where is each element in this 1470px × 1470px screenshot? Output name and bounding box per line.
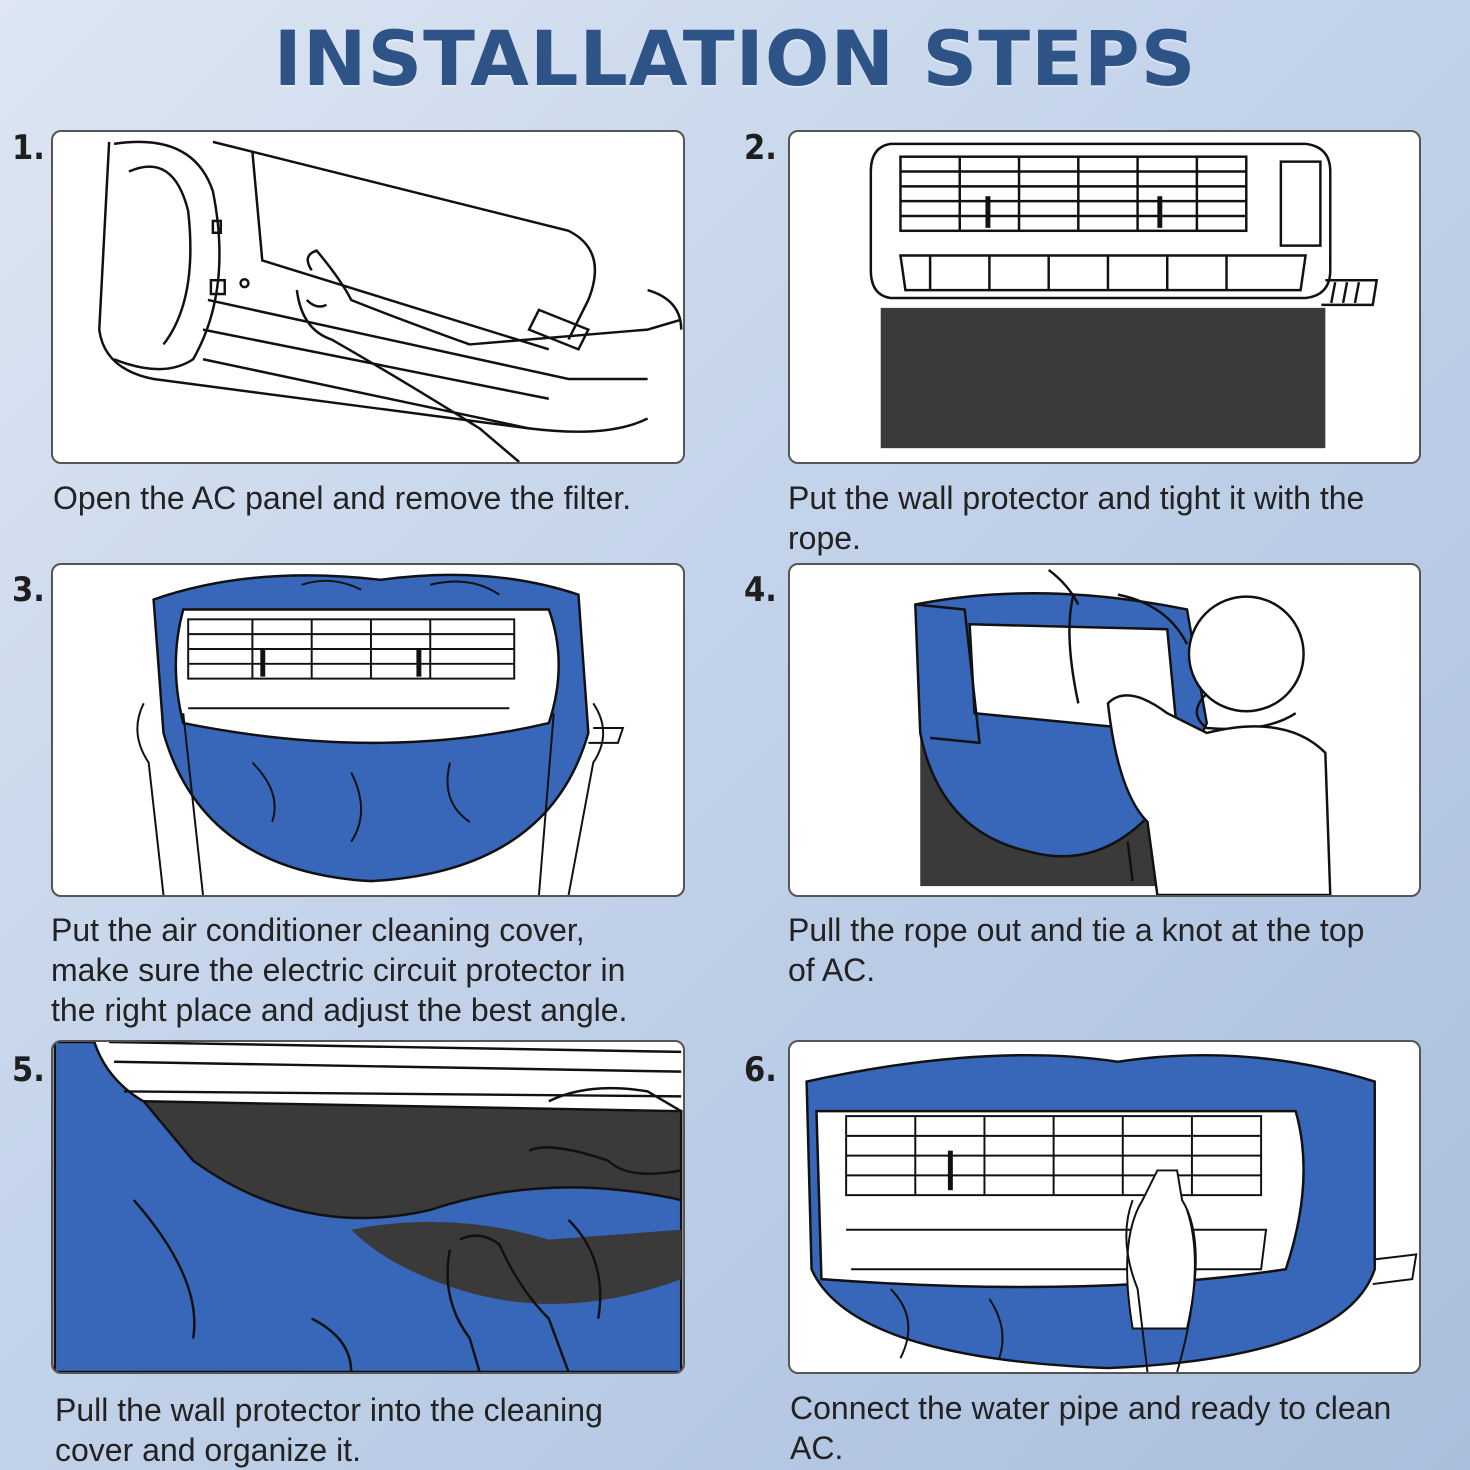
spray-cleaning-illustration <box>805 1053 1418 1372</box>
step-4-caption: Pull the rope out and tie a knot at the … <box>788 912 1365 988</box>
step-6-illustration <box>788 1040 1421 1374</box>
step-2-illustration <box>788 130 1421 464</box>
tucking-protector-illustration <box>53 1042 683 1372</box>
step-3-number: 3. <box>12 570 45 610</box>
step-5-number: 5. <box>12 1050 45 1090</box>
wall-protector-sheet <box>141 1099 683 1220</box>
step-5-illustration <box>51 1040 685 1374</box>
ac-wall-protector-illustration <box>869 142 1379 449</box>
step-3-caption: Put the air conditioner cleaning cover, … <box>51 912 628 1028</box>
step-4-number: 4. <box>744 570 777 610</box>
step-3-illustration <box>51 563 685 897</box>
step-4-illustration <box>788 563 1421 897</box>
wall-protector-sheet <box>880 307 1326 449</box>
step-5-caption: Pull the wall protector into the cleanin… <box>55 1392 603 1468</box>
step-6-caption: Connect the water pipe and ready to clea… <box>790 1390 1392 1466</box>
step-6-number: 6. <box>744 1050 777 1090</box>
ac-panel-open-illustration <box>98 140 683 462</box>
step-1-number: 1. <box>12 128 45 168</box>
step-2-caption: Put the wall protector and tight it with… <box>788 480 1365 556</box>
man-tying-rope-illustration <box>914 568 1332 895</box>
step-1-caption: Open the AC panel and remove the filter. <box>53 480 632 516</box>
step-1-illustration <box>51 130 685 464</box>
page-title: INSTALLATION STEPS <box>273 14 1197 103</box>
step-2-number: 2. <box>744 128 777 168</box>
cleaning-cover-fitting-illustration <box>136 573 625 895</box>
